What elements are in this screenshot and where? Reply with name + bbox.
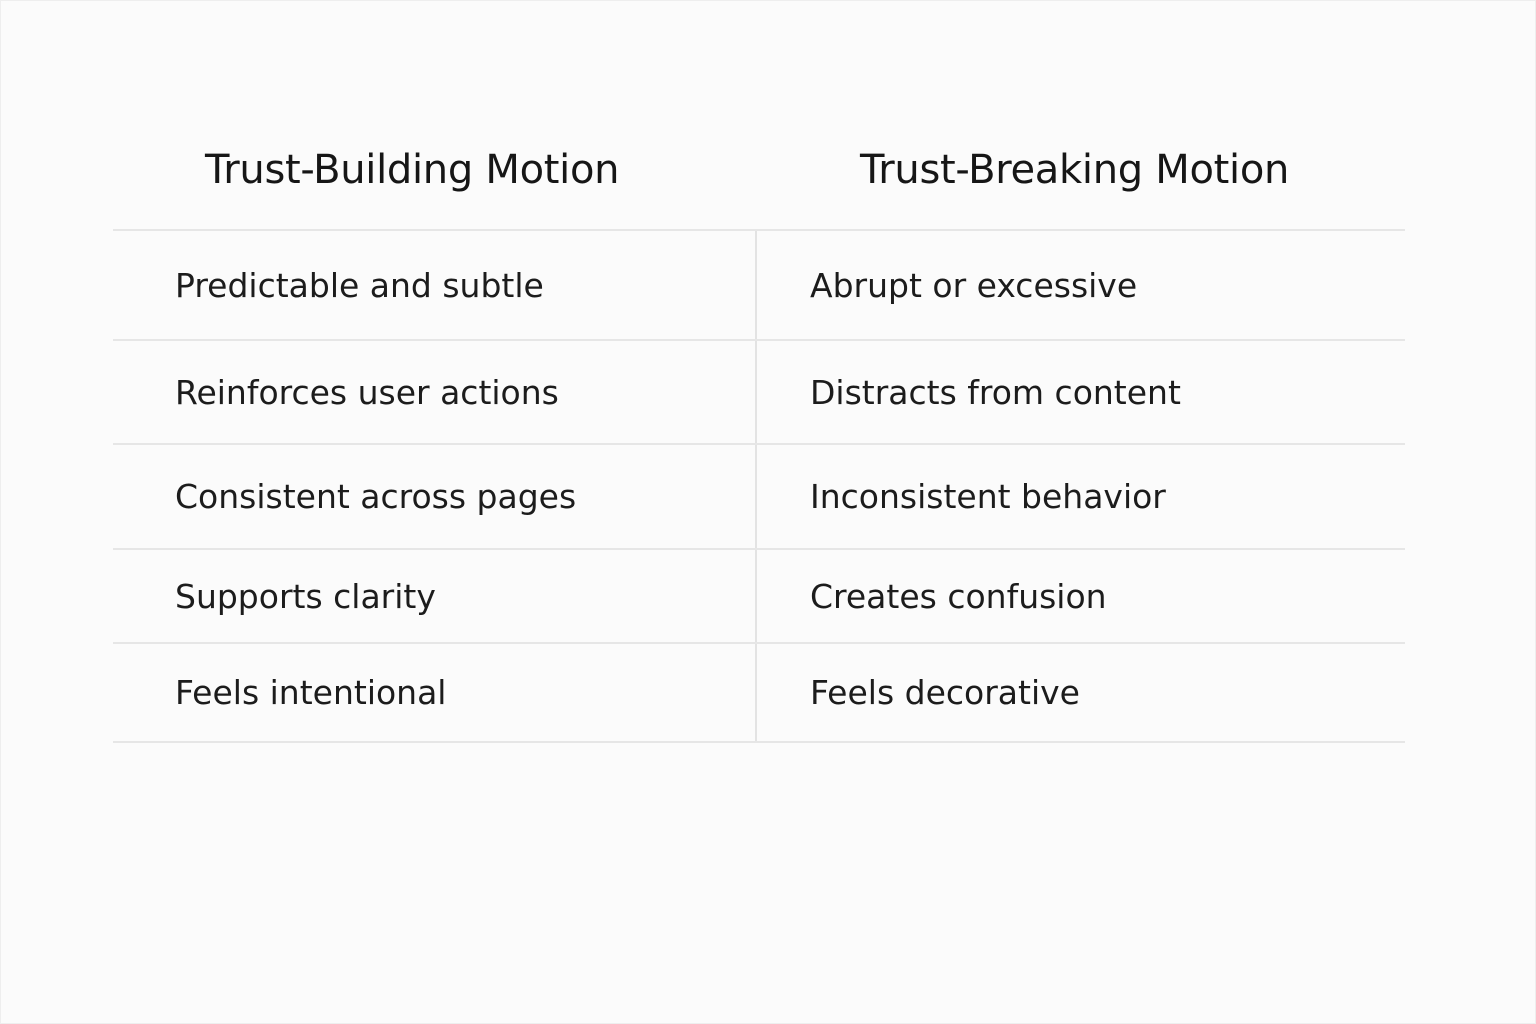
table-row: Predictable and subtle Abrupt or excessi…	[113, 231, 1405, 341]
header-trust-breaking: Trust-Breaking Motion	[860, 147, 1290, 193]
trust-building-cell: Consistent across pages	[113, 445, 757, 548]
trust-breaking-cell: Creates confusion	[810, 576, 1107, 616]
trust-breaking-cell: Distracts from content	[810, 372, 1181, 412]
header-trust-building: Trust-Building Motion	[205, 147, 620, 193]
trust-building-cell: Supports clarity	[113, 550, 757, 642]
trust-breaking-cell: Inconsistent behavior	[810, 477, 1166, 516]
trust-building-cell: Feels intentional	[113, 644, 757, 741]
trust-building-cell: Predictable and subtle	[113, 231, 757, 339]
table-row: Reinforces user actions Distracts from c…	[113, 341, 1405, 445]
table-row: Consistent across pages Inconsistent beh…	[113, 445, 1405, 550]
table-row: Feels intentional Feels decorative	[113, 644, 1405, 743]
comparison-table: Trust-Building Motion Trust-Breaking Mot…	[113, 130, 1405, 743]
table-header: Trust-Building Motion Trust-Breaking Mot…	[113, 130, 1405, 231]
trust-breaking-cell: Feels decorative	[810, 673, 1080, 712]
trust-breaking-cell: Abrupt or excessive	[810, 265, 1138, 305]
trust-building-cell: Reinforces user actions	[113, 341, 757, 443]
table-row: Supports clarity Creates confusion	[113, 550, 1405, 644]
